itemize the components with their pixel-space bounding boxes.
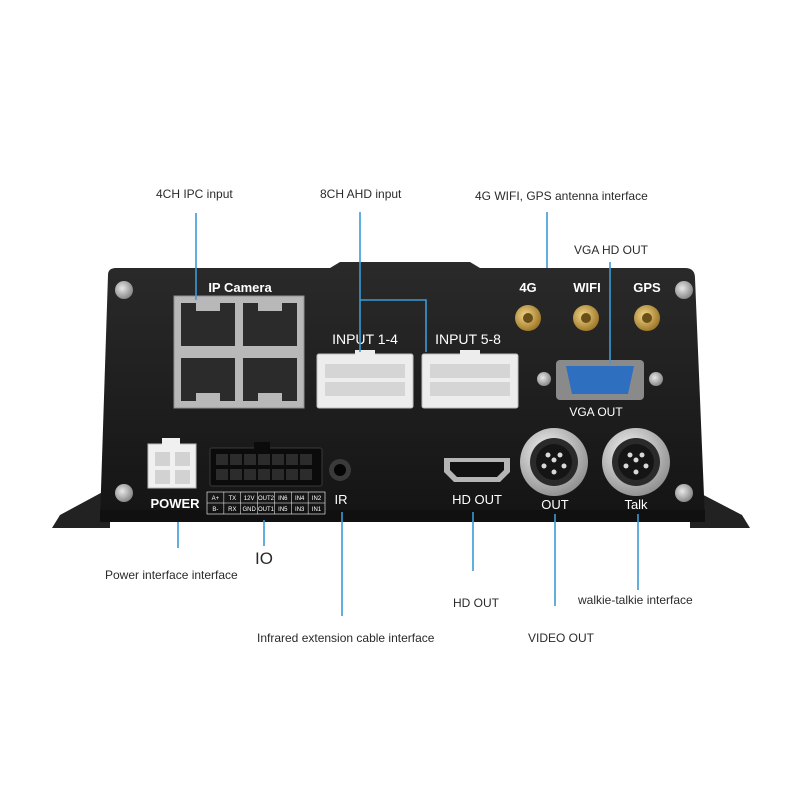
talk-connector[interactable]: [602, 428, 670, 496]
callout-ipc-input: 4CH IPC input: [156, 187, 233, 201]
io-pin-bottom-0: B-: [212, 507, 218, 513]
io-pin-top-3: OUT2: [258, 496, 275, 502]
io-pin-top-0: A+: [212, 496, 220, 502]
callout-infrared: Infrared extension cable interface: [257, 631, 435, 645]
io-pin-bottom-3: OUT1: [258, 507, 275, 513]
leader-ahd-branch-right: [360, 299, 427, 352]
antenna-4g-connector[interactable]: [515, 305, 541, 331]
vga-port[interactable]: [537, 360, 663, 400]
screw-top-right: [675, 281, 693, 299]
ant-4g-label: 4G: [519, 280, 536, 295]
io-pin-bottom-4: IN5: [278, 507, 288, 513]
rj45-port-4[interactable]: [243, 358, 297, 401]
antenna-gps-connector[interactable]: [634, 305, 660, 331]
callout-ahd-input: 8CH AHD input: [320, 187, 402, 201]
io-pin-top-2: 12V: [244, 496, 255, 502]
ahd-connector-1-4[interactable]: [316, 350, 414, 409]
io-pin-bottom-1: RX: [228, 507, 236, 513]
callout-walkie-talkie: walkie-talkie interface: [578, 593, 693, 607]
video-out-connector[interactable]: [520, 428, 588, 496]
input-1-4-label: INPUT 1-4: [332, 331, 398, 347]
screw-bottom-left: [115, 484, 133, 502]
io-pin-bottom-5: IN3: [295, 507, 305, 513]
io-pin-top-6: IN2: [312, 496, 322, 502]
out-label: OUT: [541, 497, 569, 512]
hd-out-label: HD OUT: [452, 492, 502, 507]
io-pin-top-5: IN4: [295, 496, 305, 502]
io-pin-top-4: IN6: [278, 496, 288, 502]
ip-camera-port-block: [173, 295, 305, 409]
ir-label: IR: [335, 492, 348, 507]
io-pin-bottom-2: GND: [242, 507, 256, 513]
hdmi-port[interactable]: [444, 458, 510, 482]
power-connector[interactable]: [147, 438, 197, 489]
rj45-port-3[interactable]: [181, 358, 235, 401]
callout-hd-out: HD OUT: [453, 596, 499, 610]
power-label: POWER: [150, 496, 200, 511]
io-connector[interactable]: [209, 442, 323, 487]
talk-label: Talk: [624, 497, 648, 512]
io-pin-bottom-6: IN1: [312, 507, 322, 513]
ahd-connector-5-8[interactable]: [421, 350, 519, 409]
ip-camera-label: IP Camera: [208, 280, 272, 295]
mounting-flange-left: [52, 488, 110, 528]
ir-jack[interactable]: [329, 459, 351, 481]
screw-bottom-right: [675, 484, 693, 502]
ant-wifi-label: WIFI: [573, 280, 600, 295]
screw-top-left: [115, 281, 133, 299]
io-pin-top-1: TX: [228, 496, 236, 502]
callout-power-interface: Power interface interface: [105, 568, 238, 582]
antenna-wifi-connector[interactable]: [573, 305, 599, 331]
ant-gps-label: GPS: [633, 280, 661, 295]
rj45-port-2[interactable]: [243, 303, 297, 346]
io-label: IO: [255, 549, 273, 568]
callout-vga-hd-out: VGA HD OUT: [574, 243, 649, 257]
input-5-8-label: INPUT 5-8: [435, 331, 501, 347]
leader-lines: [177, 212, 639, 616]
rj45-port-1[interactable]: [181, 303, 235, 346]
callout-antenna: 4G WIFI, GPS antenna interface: [475, 189, 648, 203]
callout-video-out: VIDEO OUT: [528, 631, 595, 645]
vga-out-label: VGA OUT: [569, 405, 623, 419]
